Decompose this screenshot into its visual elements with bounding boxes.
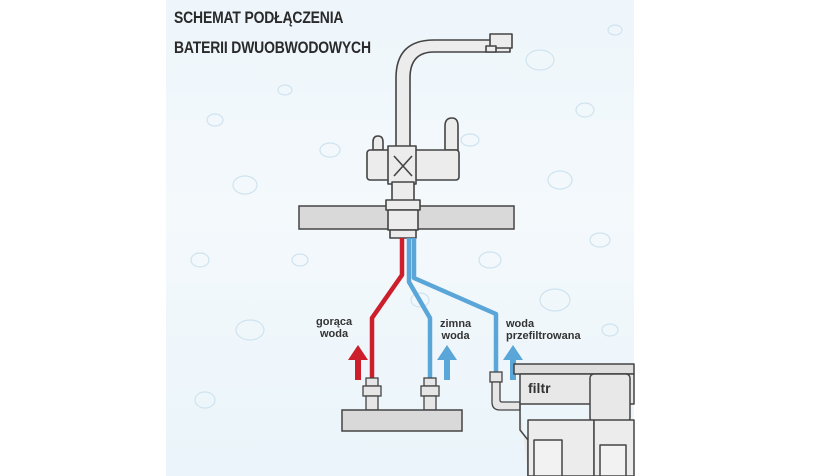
water-droplets-decoration <box>190 24 623 409</box>
hot-water-label: gorąca woda <box>316 316 353 340</box>
diagram-title-line1: SCHEMAT PODŁĄCZENIA <box>174 8 344 27</box>
cold-water-valve-icon <box>420 377 440 411</box>
faucet-icon <box>366 33 513 239</box>
hot-water-valve-icon <box>362 377 382 411</box>
filtered-water-arrow-icon <box>503 345 523 380</box>
cold-water-pipe <box>406 238 433 378</box>
cold-water-arrow-icon <box>437 345 457 380</box>
diagram-title-line2: BATERII DWUOBWODOWYCH <box>174 38 371 57</box>
filter-label: filtr <box>528 380 551 396</box>
filtered-water-label: woda przefiltrowana <box>506 318 581 342</box>
filtered-water-pipe <box>411 238 499 372</box>
hot-water-arrow-icon <box>348 345 368 380</box>
water-filter-unit <box>513 363 635 476</box>
wall-plate <box>341 409 463 432</box>
hot-water-pipe <box>369 238 405 378</box>
cold-water-label: zimna woda <box>440 318 472 342</box>
